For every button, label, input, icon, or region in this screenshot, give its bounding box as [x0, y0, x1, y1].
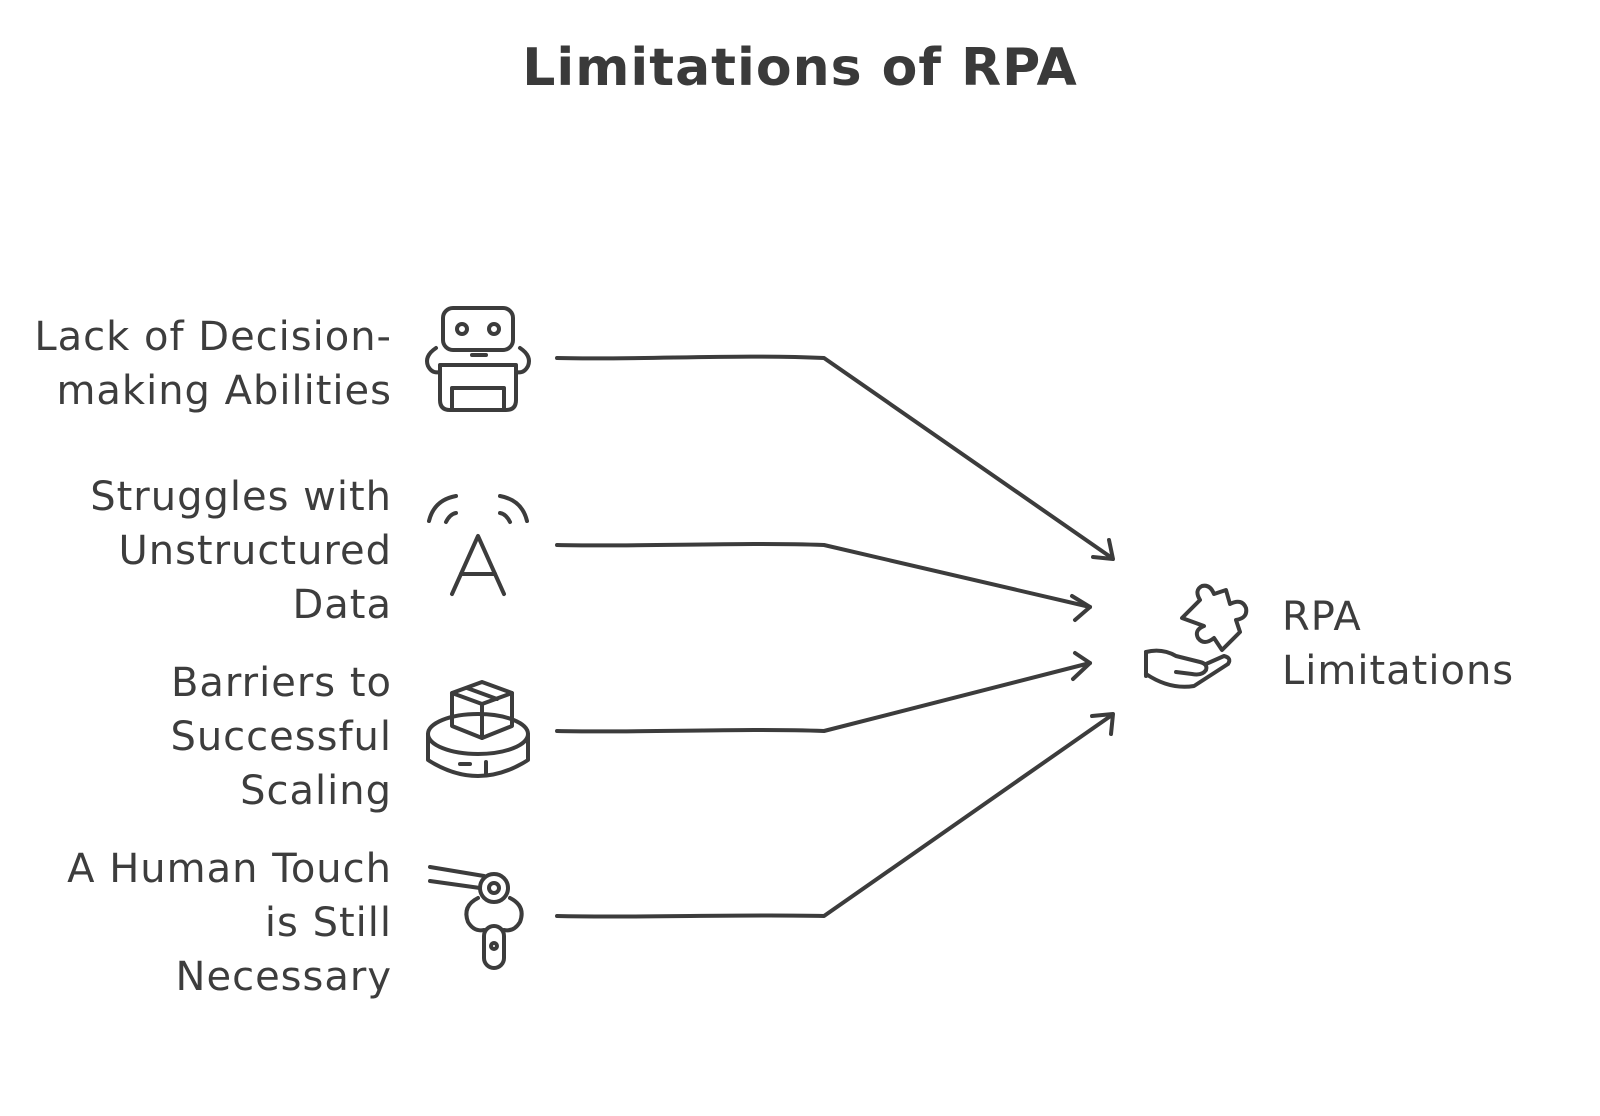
- source-label-unstructured-data: Struggles with Unstructured Data: [90, 470, 392, 632]
- source-label-line: Unstructured: [118, 528, 392, 574]
- source-label-human-touch: A Human Touch is Still Necessary: [67, 842, 392, 1004]
- robot-icon: [425, 306, 531, 412]
- arrowhead-4: [1090, 712, 1115, 736]
- diagram-title: Limitations of RPA: [522, 38, 1078, 98]
- arrowhead-3: [1071, 651, 1092, 681]
- hand-puzzle-icon: [1144, 583, 1249, 689]
- arrowhead-2: [1070, 594, 1092, 622]
- connector-line-1: [555, 354, 1114, 560]
- connector-line-4: [555, 713, 1114, 919]
- target-label-line: RPA: [1282, 594, 1362, 640]
- connector-4: [555, 712, 1115, 919]
- letter-a-signal-icon: [427, 494, 529, 596]
- connector-line-2: [555, 542, 1092, 609]
- arrowhead-1: [1091, 538, 1115, 561]
- source-label-decision-making: Lack of Decision- making Abilities: [34, 310, 392, 418]
- source-label-line: is Still: [264, 900, 392, 946]
- connector-3: [555, 651, 1092, 734]
- source-label-line: Struggles with: [90, 474, 392, 520]
- source-label-line: making Abilities: [56, 368, 392, 414]
- source-label-line: Scaling: [240, 768, 392, 814]
- source-label-line: Successful: [170, 714, 392, 760]
- source-label-line: Necessary: [175, 954, 392, 1000]
- source-label-scaling: Barriers to Successful Scaling: [170, 656, 392, 818]
- source-label-line: Lack of Decision-: [34, 314, 392, 360]
- source-label-line: A Human Touch: [67, 846, 392, 892]
- connector-2: [555, 542, 1092, 622]
- target-label-rpa-limitations: RPA Limitations: [1282, 590, 1514, 698]
- robotic-arm-icon: [428, 865, 524, 970]
- box-on-platform-icon: [426, 680, 530, 778]
- source-label-line: Data: [292, 582, 392, 628]
- target-label-line: Limitations: [1282, 648, 1515, 694]
- source-label-line: Barriers to: [170, 660, 392, 706]
- connector-line-3: [555, 661, 1092, 734]
- connector-1: [555, 354, 1115, 561]
